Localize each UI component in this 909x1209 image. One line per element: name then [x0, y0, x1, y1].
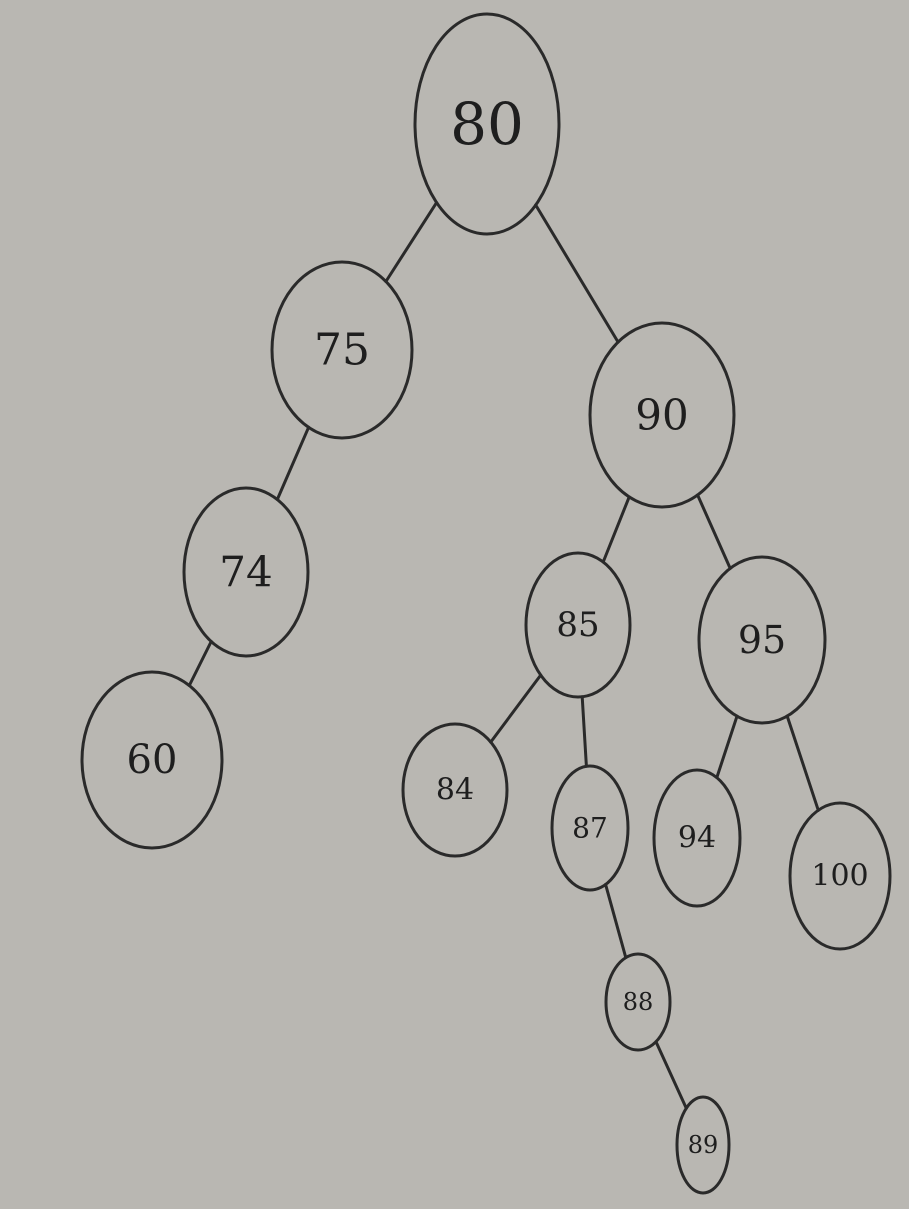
tree-node-100: 100 [788, 801, 892, 951]
tree-node-84: 84 [401, 722, 509, 858]
node-circle [604, 952, 672, 1052]
node-circle [182, 486, 310, 658]
tree-edge-95-94 [715, 714, 739, 780]
node-label: 100 [811, 859, 868, 894]
tree-node-80: 80 [413, 12, 561, 236]
tree-node-94: 94 [652, 768, 742, 908]
tree-edge-80-90 [534, 203, 620, 344]
tree-edge-87-88 [604, 883, 628, 960]
tree-edge-85-84 [489, 673, 543, 744]
tree-edge-74-60 [187, 640, 213, 687]
node-circle [588, 321, 736, 509]
node-circle [675, 1095, 731, 1195]
node-circle [80, 670, 224, 850]
node-label: 74 [219, 548, 272, 597]
node-label: 85 [556, 605, 599, 645]
node-label: 89 [688, 1131, 719, 1159]
tree-node-74: 74 [182, 486, 310, 658]
node-label: 95 [738, 618, 786, 662]
node-circle [401, 722, 509, 858]
tree-node-95: 95 [697, 555, 827, 725]
tree-node-89: 89 [675, 1095, 731, 1195]
node-label: 94 [678, 821, 716, 856]
tree-node-85: 85 [524, 551, 632, 699]
tree-node-87: 87 [550, 764, 630, 892]
node-label: 90 [635, 391, 688, 440]
node-label: 80 [450, 90, 524, 158]
tree-node-75: 75 [270, 260, 414, 440]
node-circle [413, 12, 561, 236]
tree-edge-75-74 [275, 425, 311, 501]
tree-node-90: 90 [588, 321, 736, 509]
node-label: 60 [127, 737, 178, 783]
node-circle [524, 551, 632, 699]
node-label: 88 [623, 988, 654, 1016]
tree-edge-90-85 [601, 495, 631, 564]
node-circle [788, 801, 892, 951]
node-label: 87 [572, 812, 608, 845]
edges-layer [187, 201, 820, 1110]
tree-edge-95-100 [785, 714, 820, 812]
tree-node-88: 88 [604, 952, 672, 1052]
node-label: 84 [436, 773, 474, 808]
tree-edge-88-89 [654, 1040, 688, 1110]
tree-edge-80-75 [384, 201, 439, 283]
tree-edge-85-87 [580, 695, 588, 768]
node-label: 75 [314, 325, 370, 376]
node-circle [652, 768, 742, 908]
node-circle [270, 260, 414, 440]
tree-node-60: 60 [80, 670, 224, 850]
node-circle [697, 555, 827, 725]
tree-edge-90-95 [696, 493, 732, 570]
node-circle [550, 764, 630, 892]
nodes-layer: 80 75 74 60 90 85 84 87 88 89 95 94 100 [80, 12, 892, 1195]
